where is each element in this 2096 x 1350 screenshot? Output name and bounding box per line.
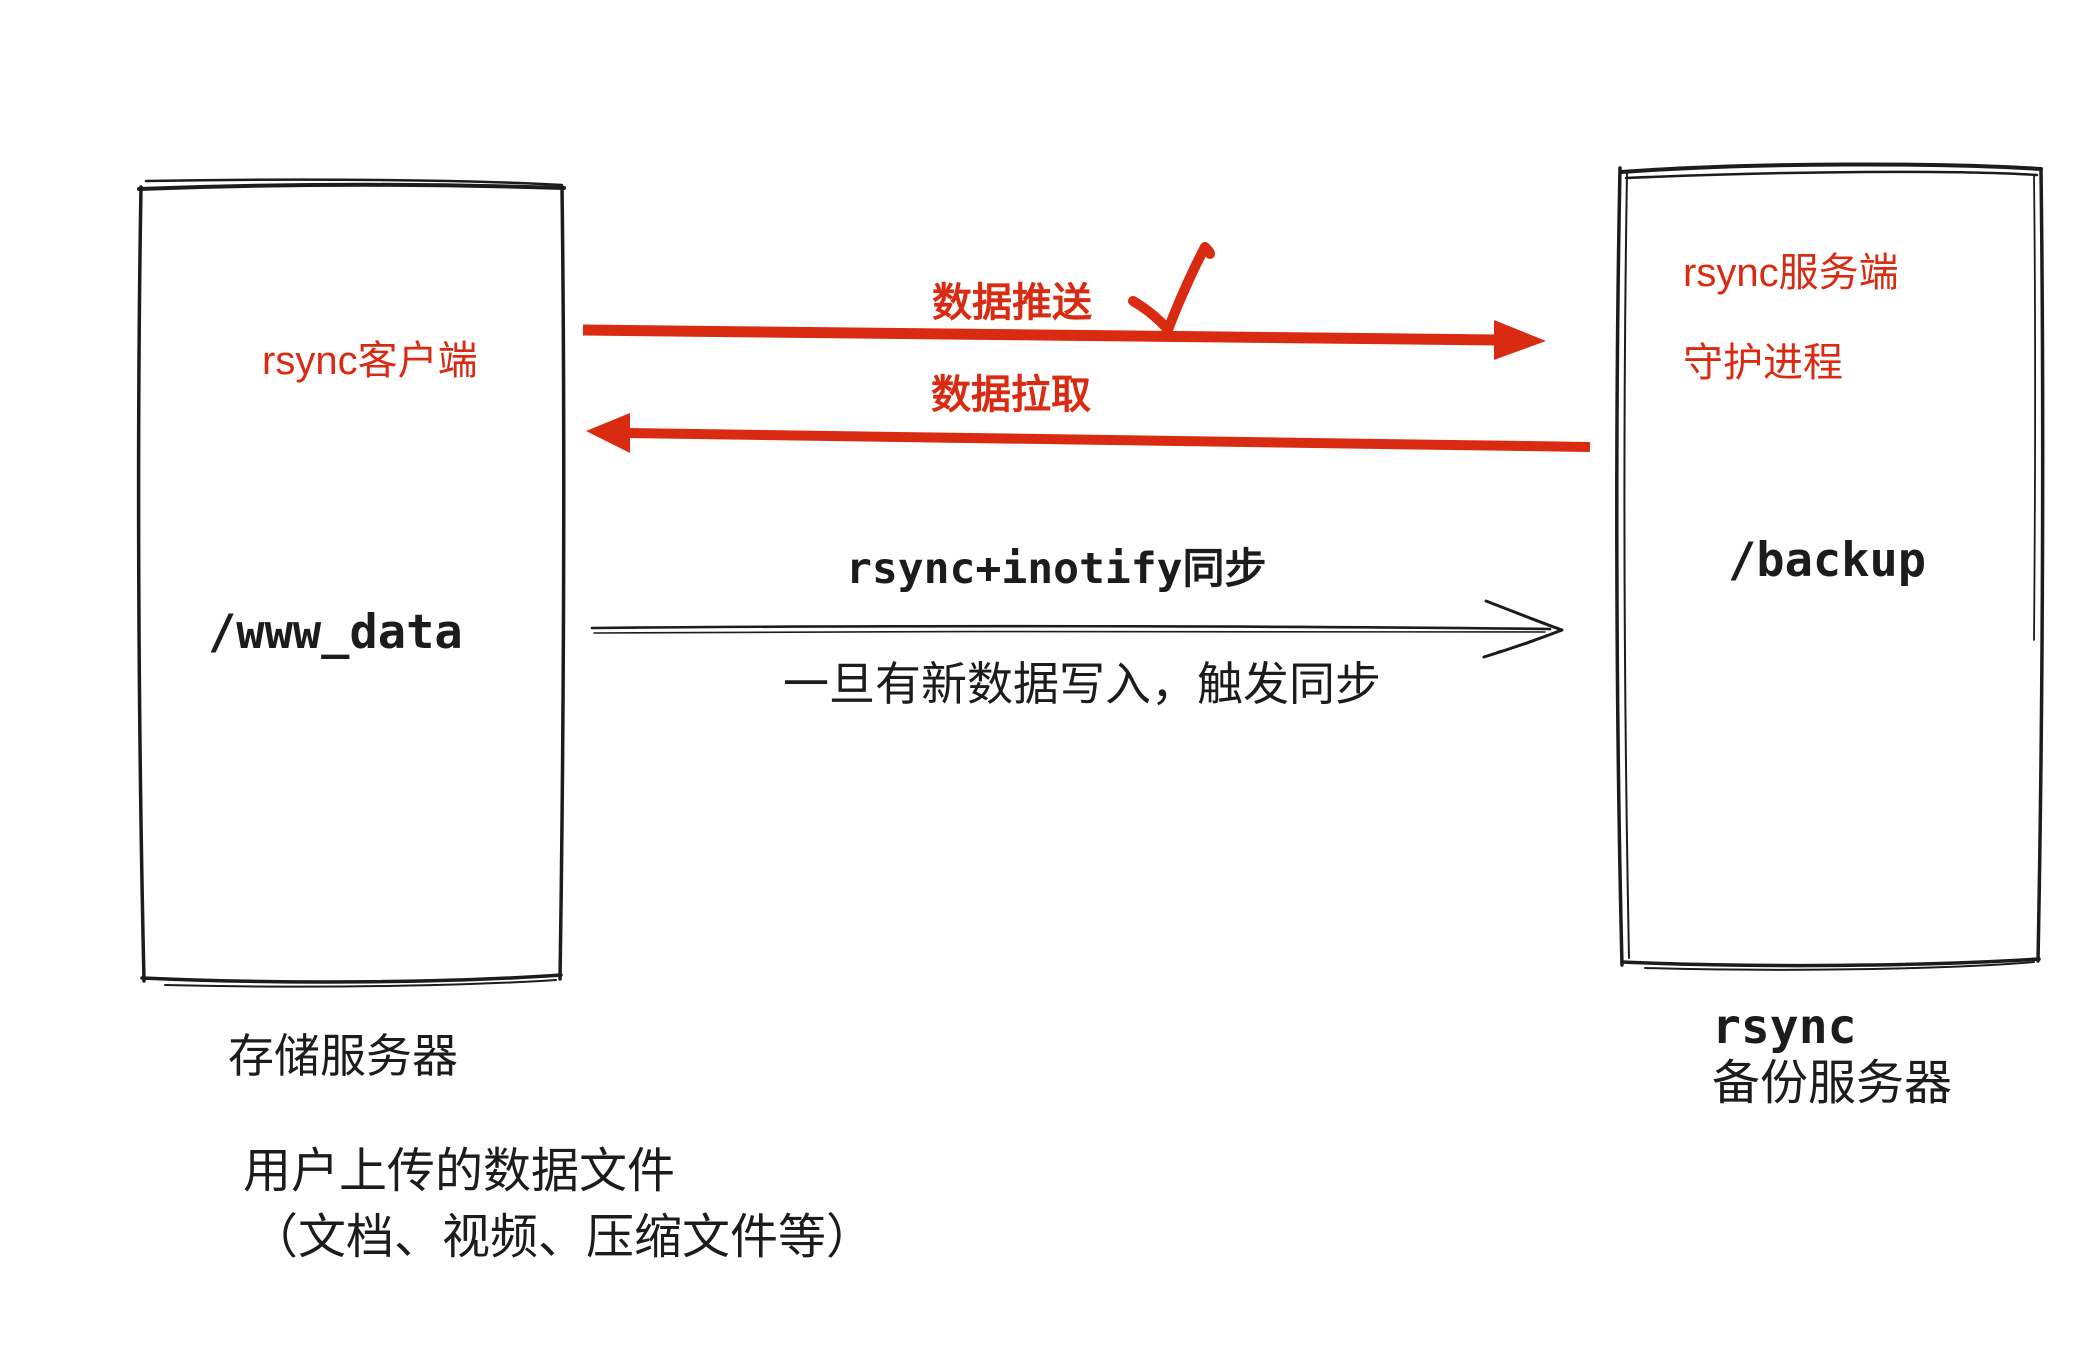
sync-arrow-label-code: rsync+inotify (846, 544, 1183, 594)
left-server-role-label: rsync客户端 (262, 339, 478, 383)
left-server-path-label: /www_data (208, 605, 463, 660)
sync-arrow-label-suffix: 同步 (1182, 545, 1267, 592)
sync-arrow (590, 599, 1564, 659)
left-server-caption: 存储服务器 (228, 1030, 458, 1082)
sync-arrow-note: 一旦有新数据写入，触发同步 (783, 658, 1381, 710)
right-server-role-line1: rsync服务端 (1683, 251, 1899, 295)
left-server-note-line2: （文档、视频、压缩文件等） (250, 1211, 875, 1264)
pull-arrow (586, 413, 1591, 453)
left-server-note-line1: 用户上传的数据文件 (243, 1145, 676, 1198)
push-arrow (582, 320, 1546, 360)
right-server-caption-line1: rsync (1712, 999, 1857, 1055)
push-arrow-label: 数据推送 (932, 281, 1092, 325)
right-server-path-label: /backup (1728, 533, 1927, 588)
checkmark-icon (1128, 242, 1215, 335)
right-server-caption-line2: 备份服务器 (1712, 1057, 1953, 1110)
sync-arrow-label: rsync+inotify同步 (846, 544, 1267, 594)
right-server-role-line2: 守护进程 (1683, 341, 1843, 385)
right-server-box (1615, 162, 2045, 971)
pull-arrow-label: 数据拉取 (931, 373, 1091, 417)
left-server-box (136, 178, 566, 988)
